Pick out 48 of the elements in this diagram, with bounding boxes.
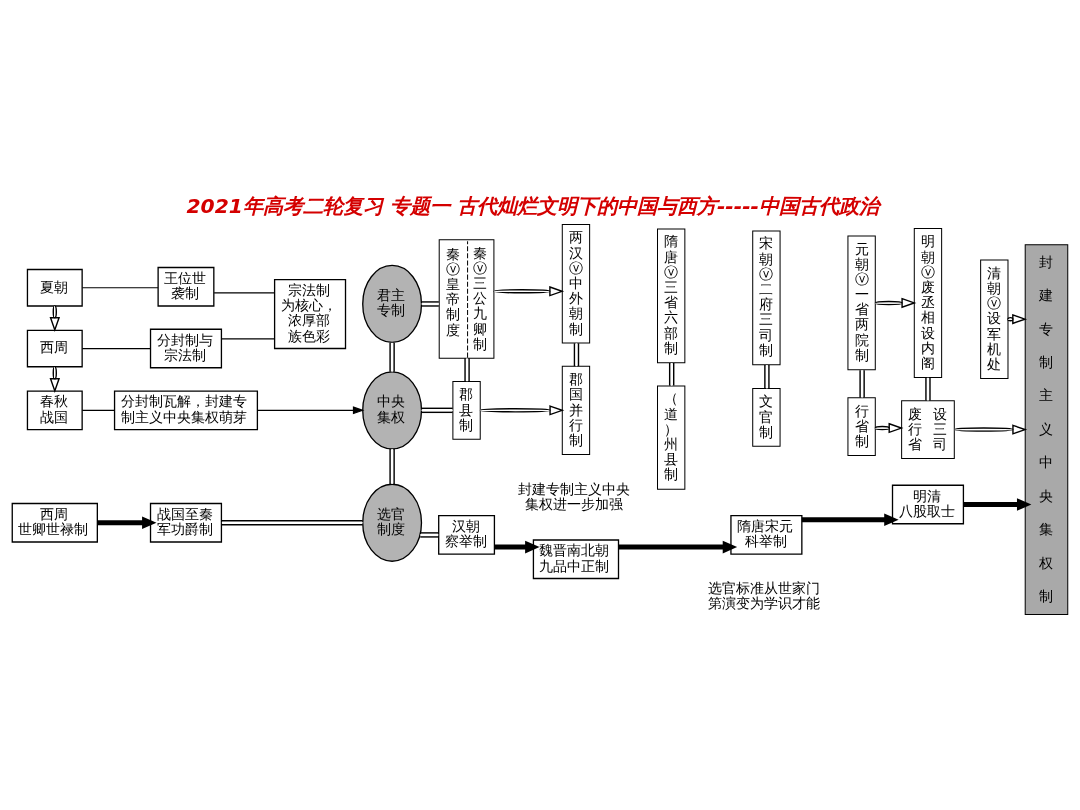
node-ellipse: 中央集权 [362, 371, 423, 450]
arrow [49, 366, 61, 394]
node-box: 魏晋南北朝 九品中正制 [532, 539, 620, 580]
arrow [97, 516, 157, 530]
node-box: 汉朝 察举制 [438, 515, 496, 555]
node-box: 战国至秦 军功爵制 [149, 502, 223, 543]
arrow [493, 286, 565, 297]
connector [213, 292, 276, 294]
connector [573, 342, 580, 367]
arrow [963, 498, 1032, 511]
connector [420, 301, 440, 307]
arrow [494, 540, 540, 554]
connector [859, 369, 865, 399]
connector [925, 377, 931, 402]
node-box: 春秋战国 [26, 390, 83, 431]
connector [81, 287, 159, 289]
node-ellipse: 选官制度 [362, 483, 423, 562]
node-ellipse: 君主专制 [362, 264, 423, 344]
connector [81, 409, 116, 411]
arrow [479, 405, 565, 416]
connector [464, 357, 470, 382]
label: 封建专制主义中央集权进一步加强 [517, 480, 630, 512]
connector [81, 347, 151, 350]
connector [419, 532, 440, 538]
connector [389, 341, 395, 373]
node-box: 夏朝 [26, 268, 83, 307]
arrow [49, 305, 61, 333]
connector [668, 362, 675, 387]
node-box: 隋唐宋元 科举制 [730, 515, 803, 555]
arrow [874, 297, 917, 309]
node-box: 西周 世卿世禄制 [11, 502, 98, 543]
connector [420, 407, 454, 414]
arrow [618, 540, 738, 554]
node-box: 王位世袭制 [157, 266, 215, 307]
node-box: 分封制瓦解，封建专制主义中央集权萌芽 [113, 390, 259, 431]
node-box: 宗法制为核心，浓厚部族色彩 [273, 279, 347, 350]
arrow [953, 424, 1028, 435]
node-box: 西周 [26, 329, 83, 368]
arrow [874, 422, 904, 434]
arrow [256, 406, 365, 415]
label: 选官标准从世家门第演变为学识才能 [708, 579, 821, 612]
connector [389, 448, 395, 485]
node-box: 分封制与宗法制 [149, 328, 223, 369]
node-box: 明清 八股取士 [891, 484, 965, 525]
arrow [801, 513, 899, 527]
connector [221, 520, 364, 526]
connector [220, 338, 276, 340]
connector [764, 364, 770, 390]
